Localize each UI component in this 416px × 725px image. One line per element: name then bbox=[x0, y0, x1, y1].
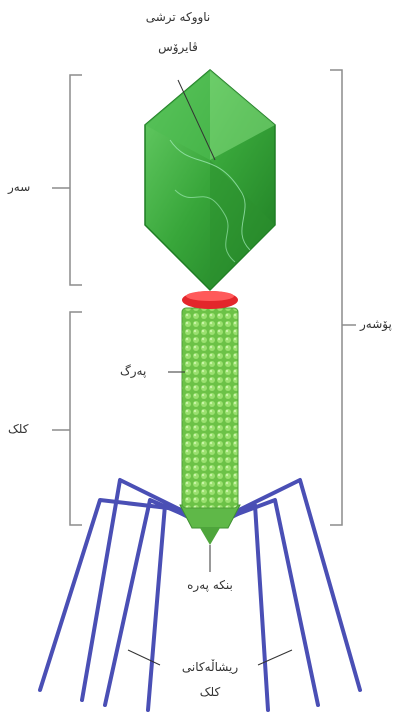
base-plate-tip bbox=[200, 528, 220, 545]
label-sheath: پەرگ bbox=[120, 364, 146, 378]
label-head: سەر bbox=[8, 180, 30, 194]
label-nucleic-acid-line2: ڤایرۆس bbox=[158, 40, 198, 54]
tail-sheath bbox=[182, 308, 238, 508]
label-nucleic-acid-line1: ناووکە ترشی bbox=[146, 10, 211, 24]
capsid-bracket bbox=[330, 70, 356, 525]
head-bracket bbox=[52, 75, 82, 285]
tail-bracket bbox=[52, 312, 82, 525]
tail-fibers-pointer-left bbox=[128, 650, 160, 665]
label-base-plate: بنکە پەرە bbox=[187, 578, 233, 592]
collar-highlight bbox=[186, 291, 234, 301]
label-tail: کلک bbox=[8, 422, 28, 436]
label-capsid: پۆشەر bbox=[360, 317, 392, 331]
label-tail-fibers-line1: ریشاڵەکانی bbox=[182, 660, 238, 674]
label-tail-fibers-line2: کلک bbox=[200, 685, 220, 699]
